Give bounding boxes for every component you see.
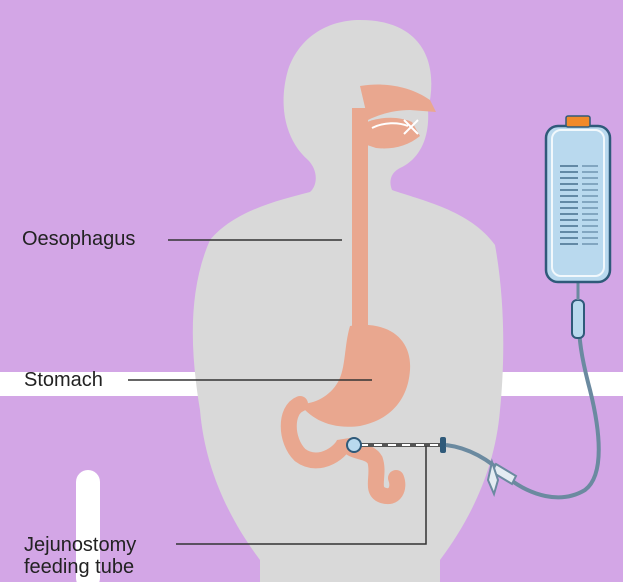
internal-balloon-icon — [347, 438, 361, 452]
oesophagus-label: Oesophagus — [22, 228, 135, 250]
body-silhouette — [193, 20, 503, 582]
drip-chamber-icon — [572, 300, 584, 338]
external-bolster-icon — [440, 437, 446, 453]
stomach-label: Stomach — [24, 369, 103, 391]
feeding-bag-icon — [546, 116, 610, 282]
oesophagus-organ — [352, 108, 368, 330]
jejunostomy-label: Jejunostomy feeding tube — [24, 534, 136, 578]
cap-icon — [566, 116, 590, 127]
